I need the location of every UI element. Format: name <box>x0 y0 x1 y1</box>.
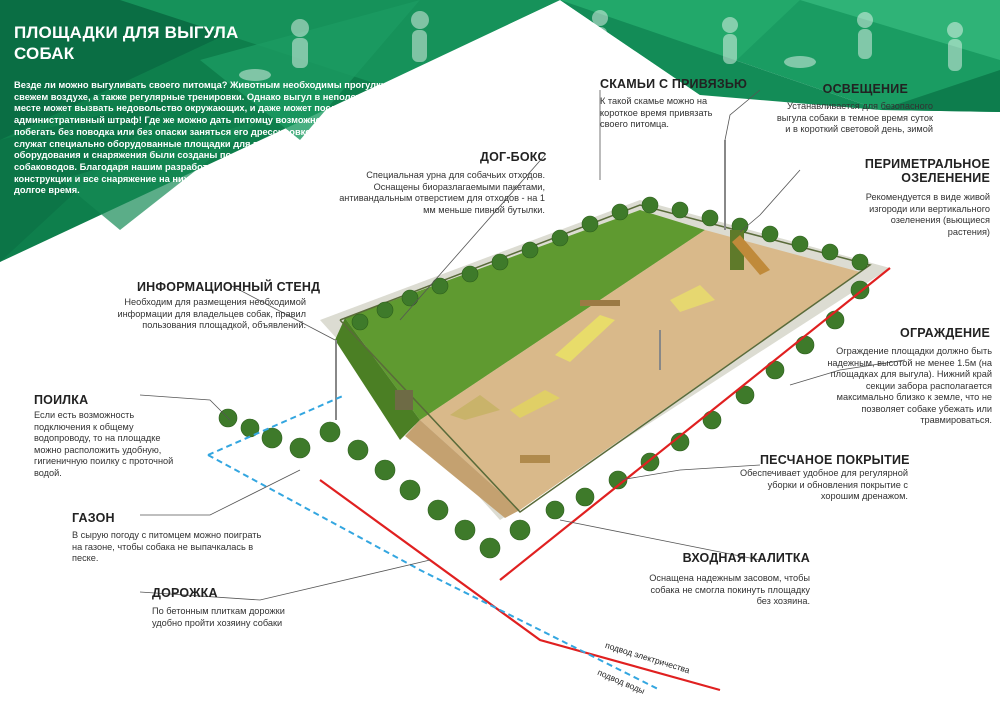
gate-text: Оснащена надежным засовом, чтобы собака … <box>649 573 810 606</box>
gate-label: ВХОДНАЯ КАЛИТКА <box>682 551 810 565</box>
greening-label: ПЕРИМЕТРАЛЬНОЕ ОЗЕЛЕНЕНИЕ <box>864 157 990 185</box>
fence-text: Ограждение площадки должно быть надежным… <box>827 346 992 425</box>
agility-equipment <box>395 230 770 463</box>
benches-text: К такой скамье можно на короткое время п… <box>600 96 713 129</box>
lawn-text: В сырую погоду с питомцем можно поиграть… <box>72 530 262 563</box>
electric-line <box>319 479 721 692</box>
lawn-area <box>345 210 705 420</box>
benches-label: СКАМЬИ С ПРИВЯЗЬЮ <box>600 77 748 91</box>
lawn-label: ГАЗОН <box>72 511 115 525</box>
page-title: ПЛОЩАДКИ ДЛЯ ВЫГУЛА СОБАК <box>14 23 239 63</box>
infostand-label: ИНФОРМАЦИОННЫЙ СТЕНД <box>137 280 321 294</box>
sand-text: Обеспечивает удобное для регулярной убор… <box>740 468 908 501</box>
greening-text: Рекомендуется в виде живой изгороди или … <box>865 192 990 237</box>
lamp-posts <box>335 140 726 420</box>
dogbox-label: ДОГ-БОКС <box>480 150 547 164</box>
path-text: По бетонным плиткам дорожки удобно пройт… <box>152 606 285 628</box>
fence <box>339 204 872 513</box>
infostand-text: Необходим для размещения необходимой инф… <box>117 297 306 330</box>
sand-area <box>420 230 860 510</box>
water-line <box>207 454 661 691</box>
path-label: ДОРОЖКА <box>152 586 218 600</box>
drinker-label: ПОИЛКА <box>34 393 89 407</box>
sand-label: ПЕСЧАНОЕ ПОКРЫТИЕ <box>760 453 910 467</box>
lighting-label: ОСВЕЩЕНИЕ <box>822 82 908 96</box>
intro-text: Везде ли можно выгуливать своего питомца… <box>14 80 403 196</box>
lighting-text: Устанавливается для безопасного выгула с… <box>776 101 933 134</box>
fence-label: ОГРАЖДЕНИЕ <box>900 326 990 340</box>
drinker-text: Если есть возможность подключения к обще… <box>34 410 174 478</box>
dogbox-text: Специальная урна для собачьих отходов. О… <box>339 170 545 215</box>
